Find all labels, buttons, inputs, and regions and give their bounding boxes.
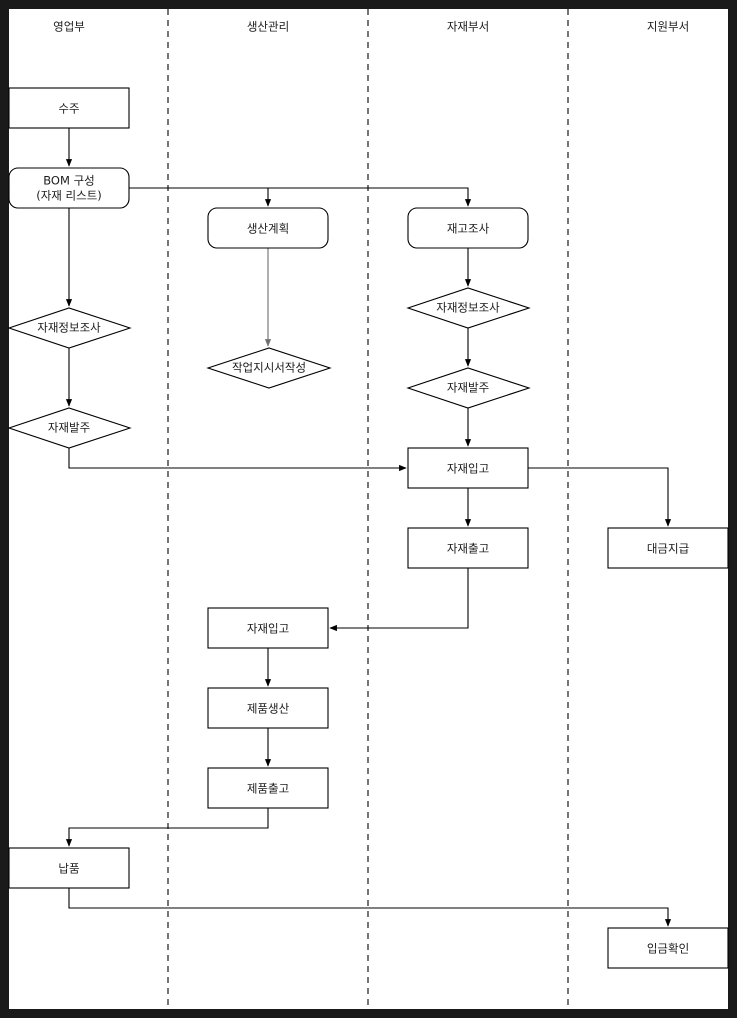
node-suju[interactable]: 수주	[8, 87, 130, 129]
node-receipt-label: 입금확인	[647, 942, 689, 956]
node-workorder[interactable]: 작업지시서작성	[206, 347, 332, 389]
node-stock[interactable]: 재고조사	[407, 207, 529, 249]
node-sales-order-shape	[7, 407, 132, 449]
node-bom[interactable]: BOM 구성 (자재 리스트)	[8, 167, 130, 209]
node-ship-shape	[207, 767, 329, 809]
node-workorder-label: 작업지시서작성	[232, 361, 306, 375]
lane-header-sales: 영업부	[53, 20, 85, 34]
node-stock-label: 재고조사	[447, 222, 490, 236]
edge-mat-out-to-prod-in	[329, 568, 469, 632]
edge-mat-in-to-payment	[528, 467, 672, 527]
edge-sales-order-to-mat-in	[68, 448, 407, 472]
node-payment[interactable]: 대금지급	[607, 527, 729, 569]
node-delivery-shape	[8, 847, 130, 889]
node-prod-in-label: 자재입고	[247, 622, 289, 636]
lane-header-materials: 자재부서	[447, 20, 489, 34]
edge-bom-to-stock	[129, 187, 472, 207]
node-plan-shape	[207, 207, 329, 249]
node-suju-label: 수주	[58, 102, 79, 116]
node-plan-label: 생산계획	[247, 222, 289, 236]
diagram-frame	[8, 8, 729, 1010]
node-mat-in[interactable]: 자재입고	[407, 447, 529, 489]
node-sales-info-label: 자재정보조사	[37, 321, 101, 335]
node-bom-label-line1: BOM 구성	[43, 174, 94, 188]
node-sales-order[interactable]: 자재발주	[7, 407, 132, 449]
node-prod-in[interactable]: 자재입고	[207, 607, 329, 649]
node-stock-shape	[407, 207, 529, 249]
node-suju-shape	[8, 87, 130, 129]
node-receipt[interactable]: 입금확인	[607, 927, 729, 969]
node-mat-out[interactable]: 자재출고	[407, 527, 529, 569]
node-sales-order-label: 자재발주	[48, 421, 90, 435]
node-payment-label: 대금지급	[647, 542, 689, 556]
node-bom-label-line2: (자재 리스트)	[36, 189, 102, 203]
node-mat-out-label: 자재출고	[447, 542, 489, 556]
node-mat-order-shape	[406, 367, 531, 409]
node-sales-info[interactable]: 자재정보조사	[7, 307, 132, 349]
lane-header-production: 생산관리	[247, 20, 289, 34]
node-workorder-shape	[206, 347, 332, 389]
node-ship-label: 제품출고	[247, 782, 289, 796]
edge-ship-to-delivery	[65, 808, 269, 847]
edge-delivery-to-receipt	[68, 888, 672, 927]
node-receipt-shape	[607, 927, 729, 969]
node-prod-in-shape	[207, 607, 329, 649]
node-make[interactable]: 제품생산	[207, 687, 329, 729]
node-make-label: 제품생산	[247, 702, 290, 716]
node-mat-out-shape	[407, 527, 529, 569]
node-sales-info-shape	[7, 307, 132, 349]
lane-header-support: 지원부서	[647, 20, 689, 34]
node-mat-info[interactable]: 자재정보조사	[406, 287, 531, 329]
node-payment-shape	[607, 527, 729, 569]
node-mat-info-shape	[406, 287, 531, 329]
node-mat-in-shape	[407, 447, 529, 489]
node-mat-info-label: 자재정보조사	[436, 301, 500, 315]
node-plan[interactable]: 생산계획	[207, 207, 329, 249]
node-bom-shape	[8, 167, 130, 209]
node-delivery[interactable]: 납품	[8, 847, 130, 889]
node-delivery-label: 납품	[58, 862, 79, 876]
node-mat-in-label: 자재입고	[447, 462, 489, 476]
node-make-shape	[207, 687, 329, 729]
node-mat-order-label: 자재발주	[447, 381, 489, 395]
node-mat-order[interactable]: 자재발주	[406, 367, 531, 409]
node-ship[interactable]: 제품출고	[207, 767, 329, 809]
